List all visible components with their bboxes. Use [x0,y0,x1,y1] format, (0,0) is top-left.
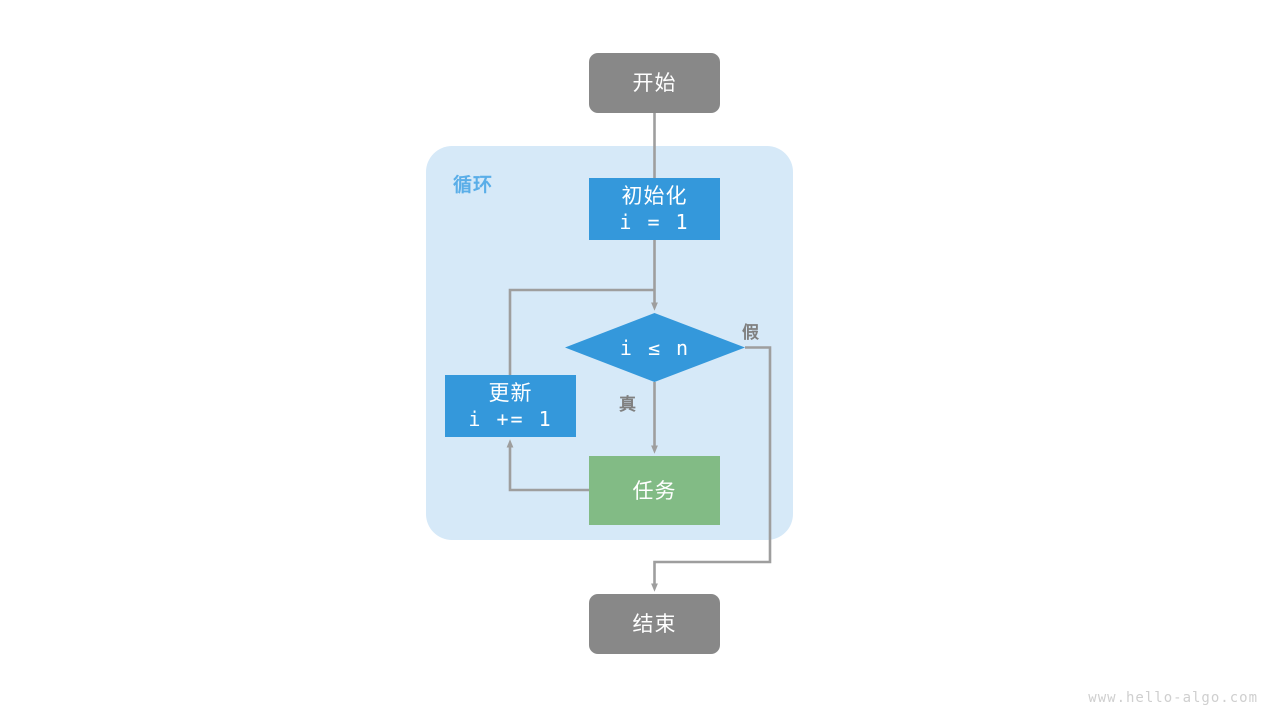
edge-task-to-update [506,439,589,492]
node-update[interactable] [445,375,576,437]
edge-label-true: 真 [619,395,636,415]
node-condition[interactable] [565,313,745,382]
edge-condition-false-to-end [651,346,772,592]
node-end[interactable] [589,594,720,654]
edge-label-false: 假 [742,323,759,343]
node-start[interactable] [589,53,720,113]
loop-group-label: 循环 [453,174,494,196]
edge-update-to-condition [508,288,655,375]
node-task[interactable] [589,456,720,525]
node-init[interactable] [589,178,720,240]
watermark: www.hello-algo.com [1088,690,1258,706]
